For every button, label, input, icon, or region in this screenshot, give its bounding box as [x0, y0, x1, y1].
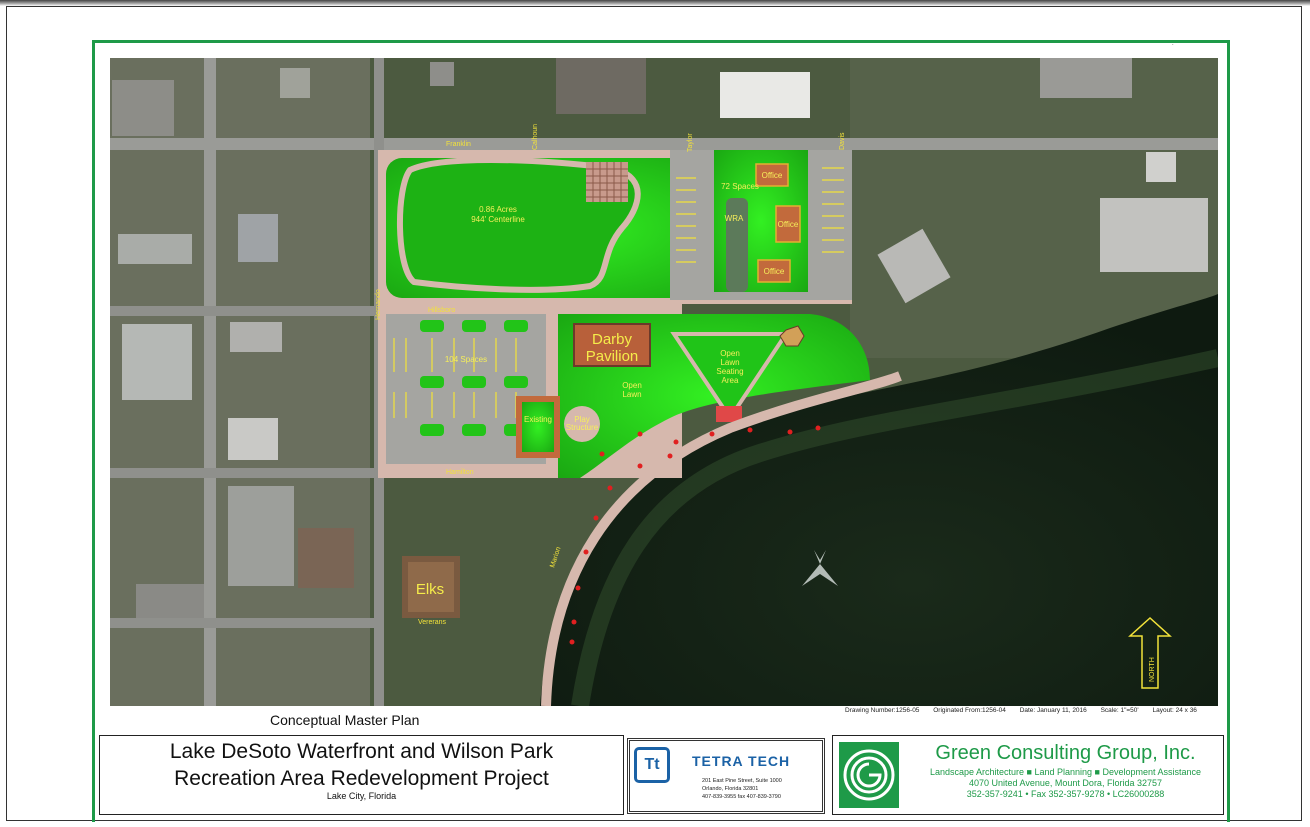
title-line-1: Lake DeSoto Waterfront and Wilson Park [169, 740, 554, 763]
label-play-1: Play [574, 415, 590, 424]
drawing-scale: Scale: 1"=50' [1100, 707, 1139, 714]
label-72-spaces: 72 Spaces [721, 182, 759, 191]
drawing-date: Date: January 11, 2016 [1019, 707, 1087, 714]
label-elks: Elks [416, 581, 444, 598]
corner-mark: . [1172, 41, 1174, 47]
green-consulting-name: Green Consulting Group, Inc. [935, 742, 1196, 764]
green-consulting-address: 4070 United Avenue, Mount Dora, Florida … [969, 778, 1162, 788]
tetra-tech-phone: 407-839-3955 fax 407-839-3790 [702, 794, 781, 800]
tetra-tech-name: TETRA TECH [692, 753, 791, 769]
north-arrow-label: NORTH [1149, 657, 1156, 682]
label-open-lawn-2: Lawn [622, 390, 641, 399]
title-line-2: Recreation Area Redevelopment Project [174, 767, 549, 790]
label-seating-3: Seating [716, 367, 743, 376]
street-franklin: Franklin [446, 141, 471, 148]
street-taylor: Taylor [687, 133, 694, 152]
street-hillsboro: Hillsboro [428, 307, 455, 314]
site-plan-map: Franklin Calhoun Taylor Davis Hillsboro … [110, 58, 1218, 706]
green-consulting-services: Landscape Architecture ■ Land Planning ■… [929, 767, 1202, 777]
drawing-number: Drawing Number:1256-05 [845, 707, 920, 714]
top-rule [0, 0, 1310, 6]
green-consulting-contact: 352-357-9241 • Fax 352-357-9278 • LC2600… [966, 789, 1165, 799]
project-location: Lake City, Florida [326, 791, 397, 801]
tetra-tech-address-1: 201 East Pine Street, Suite 1000 [702, 778, 782, 784]
label-acres: 0.86 Acres [479, 205, 517, 214]
street-hernando: Hernando [375, 289, 382, 320]
darby-pavilion-line2: Pavilion [586, 348, 639, 365]
tetra-tech-block: Tt TETRA TECH 201 East Pine Street, Suit… [627, 738, 825, 814]
label-play-2: Structure [566, 423, 599, 432]
tetra-tech-logo-icon: Tt [634, 747, 670, 783]
green-consulting-block: Green Consulting Group, Inc. Landscape A… [832, 735, 1224, 815]
tetra-tech-address: 201 East Pine Street, Suite 1000 Orlando… [702, 777, 782, 801]
drawing-meta: Drawing Number:1256-05 Originated From:1… [845, 707, 1209, 714]
sheet-border [6, 6, 1302, 821]
drawing-layout: Layout: 24 x 36 [1152, 707, 1197, 714]
label-seating-4: Area [722, 376, 739, 385]
office-1: Office [762, 171, 783, 180]
street-veterans: Vererans [418, 619, 447, 626]
label-seating-1: Open [720, 349, 740, 358]
plan-frame [92, 40, 1230, 822]
street-hamilton: Hamilton [446, 469, 474, 476]
label-104-spaces: 104 Spaces [445, 355, 487, 364]
office-2: Office [778, 220, 799, 229]
tetra-tech-address-2: Orlando, Florida 32801 [702, 786, 759, 792]
label-wra: WRA [725, 214, 744, 223]
label-centerline: 944' Centerline [471, 215, 525, 224]
title-block: Lake DeSoto Waterfront and Wilson Park R… [99, 735, 624, 815]
green-consulting-logo-icon [839, 742, 899, 808]
street-calhoun: Calhoun [532, 124, 539, 150]
darby-pavilion-line1: Darby [592, 331, 633, 348]
office-3: Office [764, 267, 785, 276]
originated-from: Originated From:1256-04 [933, 707, 1006, 714]
street-davis: Davis [839, 132, 846, 150]
plan-subtitle: Conceptual Master Plan [270, 712, 420, 728]
label-existing: Existing [524, 415, 552, 424]
label-open-lawn: Open [622, 381, 642, 390]
label-seating-2: Lawn [720, 358, 739, 367]
